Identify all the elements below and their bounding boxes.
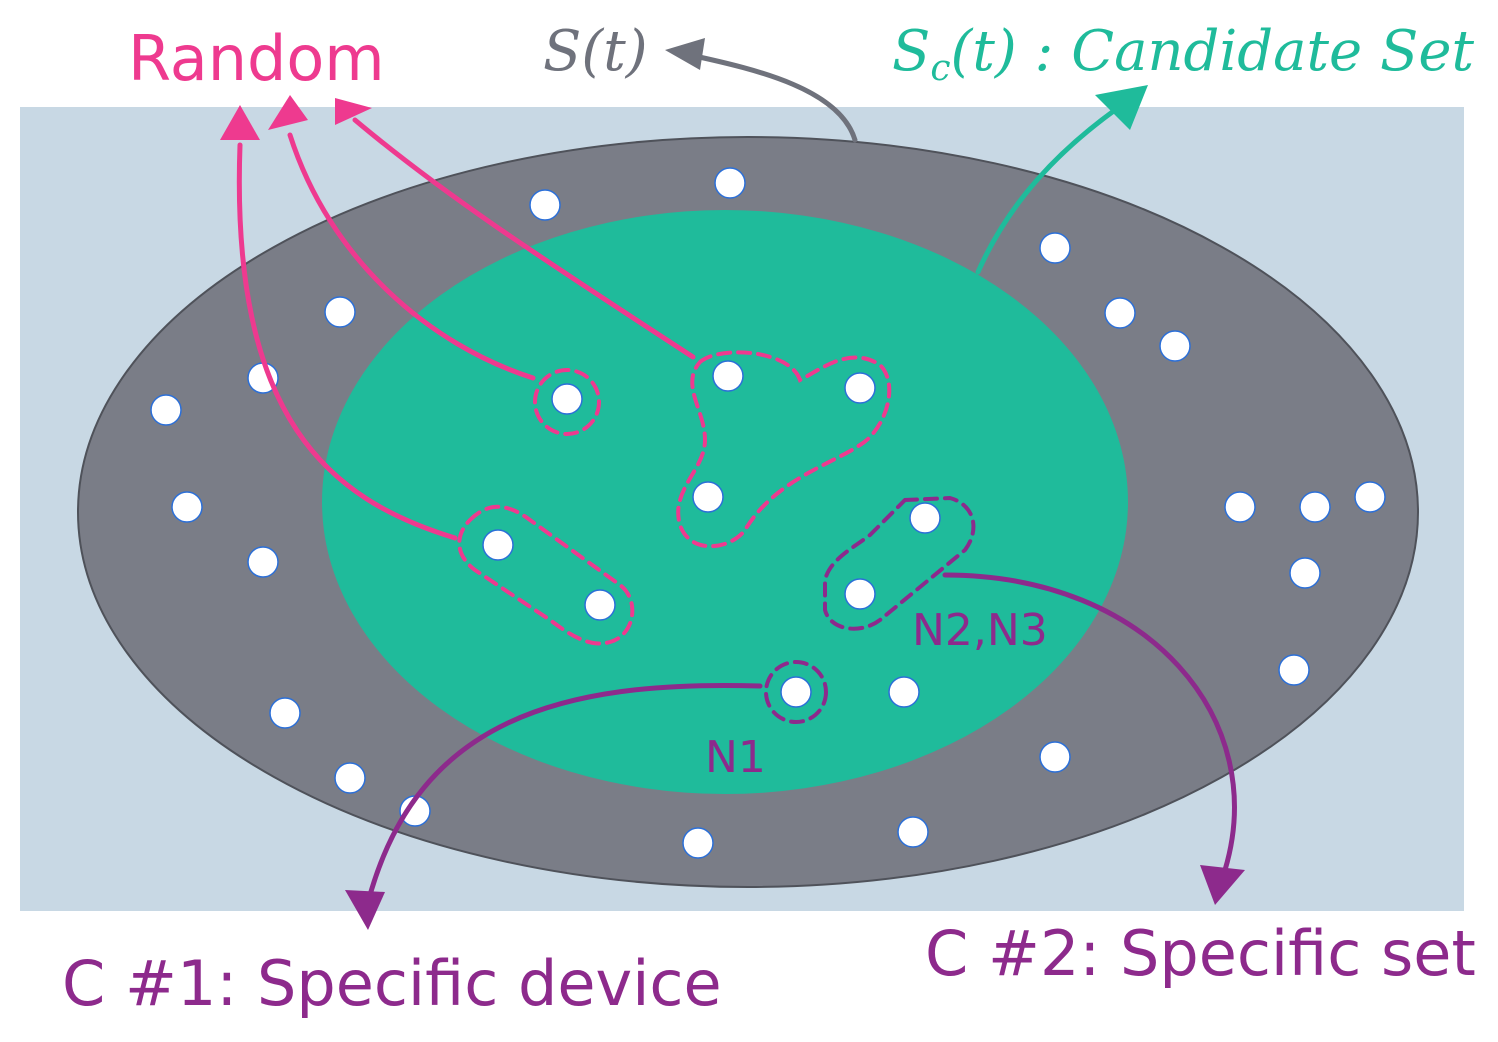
device-node [888,676,920,708]
device-node [712,360,744,392]
random-label: Random [128,22,385,95]
device-node [844,578,876,610]
device-node [247,546,279,578]
arrowhead [268,95,308,130]
arrowhead [335,98,372,125]
device-node [1278,654,1310,686]
arrowhead [220,105,260,140]
c2-label: C #2: Specific set [925,917,1476,990]
device-node [1299,491,1331,523]
population-arrow [687,52,858,143]
device-node [482,529,514,561]
n2n3-label: N2,N3 [912,605,1048,656]
random-arrow-3 [352,117,696,360]
device-node [1159,330,1191,362]
device-node [150,394,182,426]
device-node [780,676,812,708]
c2-arrowhead [1200,865,1245,905]
device-nodes [150,167,1386,859]
device-node [897,816,929,848]
candidate-set-label-sub: c [930,48,950,89]
candidate-set-label: Sc(t) : Candidate Set [892,19,1474,89]
device-node [171,491,203,523]
n2n3-selection [823,495,976,631]
candidate-arrow [975,107,1118,275]
device-node [714,167,746,199]
device-node [551,383,583,415]
device-node [909,502,941,534]
device-node [324,296,356,328]
device-node [584,589,616,621]
c2-arrow [942,572,1237,873]
device-node [682,827,714,859]
c1-label: C #1: Specific device [62,947,722,1020]
random-selection-single [533,368,601,436]
population-label: S(t) [543,19,648,84]
n1-selection [764,660,828,724]
constraint-selections [764,495,976,724]
device-node [529,189,561,221]
device-node [844,372,876,404]
device-node [1289,557,1321,589]
candidate-arrowhead [1095,85,1148,130]
device-node [692,481,724,513]
candidate-set-label-rest: (t) : Candidate Set [951,19,1475,84]
random-selections [457,350,892,646]
device-node [269,697,301,729]
c1-arrowhead [345,890,385,930]
population-arrowhead [665,38,705,70]
random-arrow-2 [287,132,536,381]
random-arrowheads [220,95,372,140]
c1-arrow [367,682,763,898]
device-node [334,762,366,794]
device-node [1039,232,1071,264]
device-node [1224,491,1256,523]
n1-label: N1 [705,732,766,783]
device-node [1354,481,1386,513]
random-selection-group [676,350,892,549]
random-arrows [236,117,696,541]
random-selection-pair [457,504,635,646]
candidate-set-ellipse [322,210,1128,794]
random-arrow-1 [236,142,458,541]
device-node [1039,741,1071,773]
candidate-set-label-main: S [892,19,930,84]
device-node [1104,297,1136,329]
